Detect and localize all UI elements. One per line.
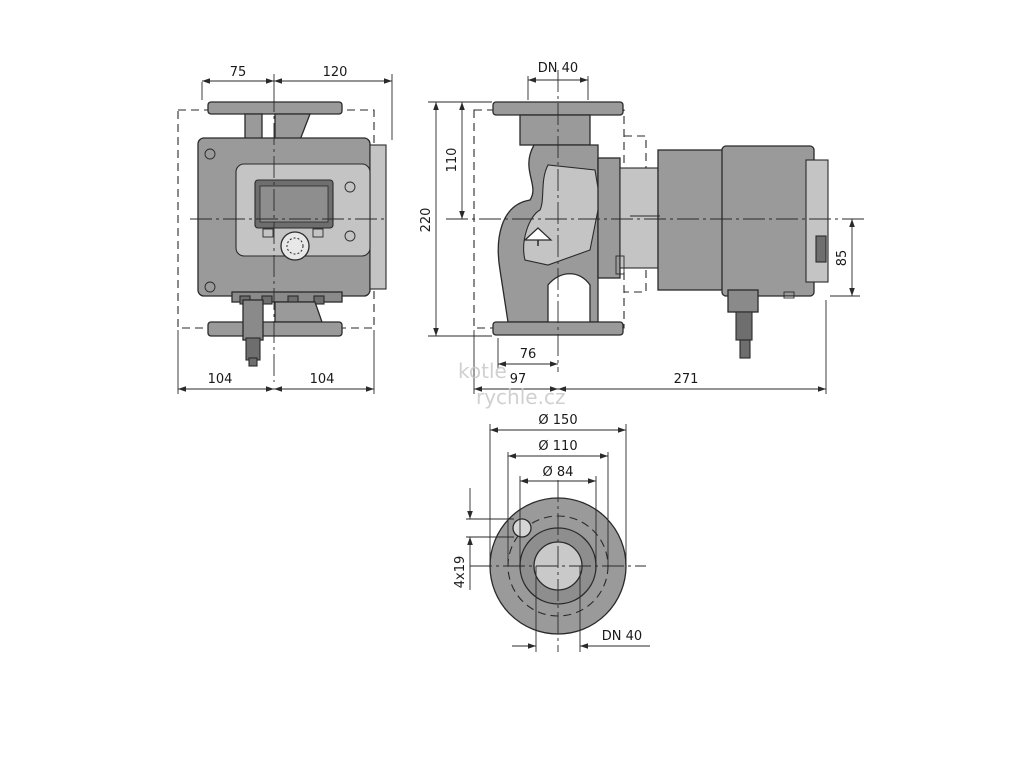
dim-dn40-top: DN 40 (538, 61, 578, 76)
watermark-line1: kotle (458, 359, 507, 383)
motor-flange (597, 157, 621, 279)
dim-271: 271 (674, 372, 699, 387)
electronics-housing (721, 145, 815, 297)
dim-d110: Ø 110 (538, 439, 577, 454)
dim-120: 120 (323, 65, 348, 80)
dim-75: 75 (230, 65, 247, 80)
side-view: DN 40 220 110 85 76 97 271 (419, 61, 868, 394)
watermark: kotle rychle.cz (458, 359, 565, 409)
front-side-cap (369, 144, 387, 290)
dim-85: 85 (835, 250, 850, 267)
dim-104-right: 104 (310, 372, 335, 387)
dim-104-left: 104 (208, 372, 233, 387)
dim-dn40-bottom: DN 40 (602, 629, 642, 644)
dim-110: 110 (445, 148, 460, 173)
motor-body (657, 149, 729, 291)
dim-d84: Ø 84 (543, 465, 574, 480)
dim-220: 220 (419, 208, 434, 233)
watermark-line2: rychle.cz (476, 385, 565, 409)
dim-d150: Ø 150 (538, 413, 577, 428)
front-top-flange (207, 101, 343, 115)
connector-plug (815, 235, 827, 263)
bolt-hole (512, 518, 532, 538)
control-knob (280, 231, 310, 261)
flange-view: Ø 150 Ø 110 Ø 84 4x19 DN 40 (453, 413, 650, 652)
dim-97: 97 (510, 372, 527, 387)
front-bottom-flange (207, 321, 343, 337)
front-view: 75 120 104 104 (177, 65, 393, 394)
dim-76: 76 (520, 347, 537, 362)
dim-4x19: 4x19 (453, 556, 468, 589)
cable-gland (242, 299, 264, 341)
